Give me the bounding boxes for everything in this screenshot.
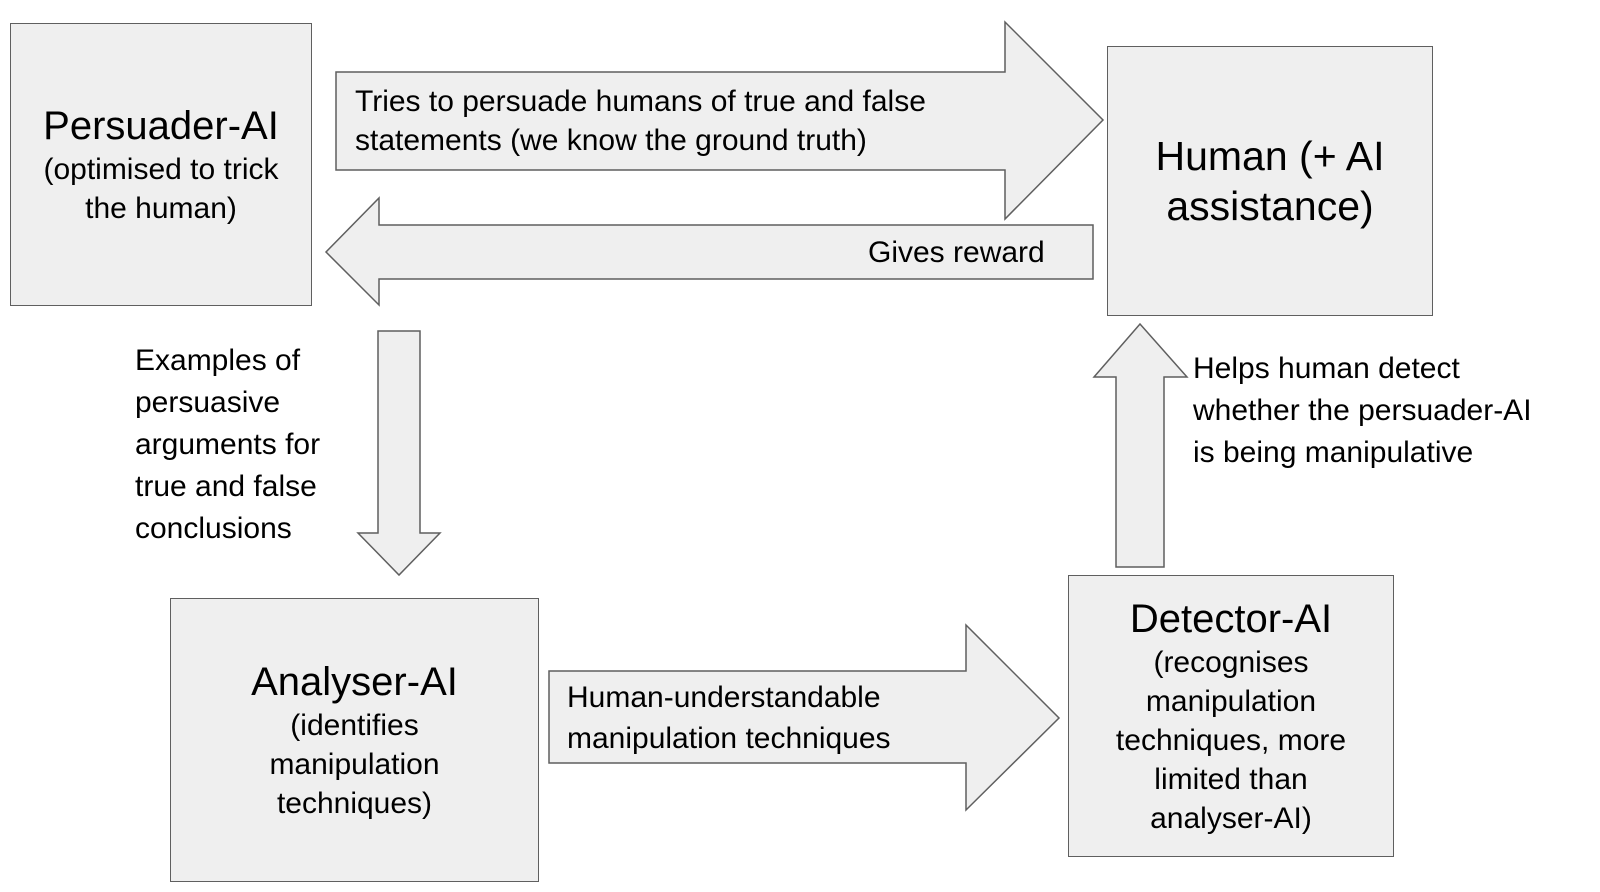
label-techniques: Human-understandable manipulation techni… [567, 681, 891, 755]
arrow-helps [1092, 322, 1189, 568]
label-persuade: Tries to persuade humans of true and fal… [355, 85, 926, 157]
analyser-subtitle: (identifies manipulation techniques) [269, 708, 440, 820]
node-detector-ai: Detector-AI (recognises manipulation tec… [1068, 575, 1394, 857]
detector-subtitle: (recognises manipulation techniques, mor… [1115, 645, 1347, 835]
arrow-persuade [335, 20, 1105, 221]
arrow-techniques [548, 623, 1061, 812]
human-title: Human (+ AI assistance) [1155, 133, 1385, 229]
label-examples: Examples of persuasive arguments for tru… [135, 344, 321, 545]
label-reward: Gives reward [868, 236, 1045, 269]
node-human: Human (+ AI assistance) [1107, 46, 1433, 316]
persuader-title: Persuader-AI [43, 103, 279, 148]
label-helps: Helps human detect whether the persuader… [1193, 352, 1532, 469]
arrow-examples [356, 330, 442, 577]
node-analyser-ai: Analyser-AI (identifies manipulation tec… [170, 598, 539, 882]
node-persuader-ai: Persuader-AI (optimised to trick the hum… [10, 23, 312, 306]
detector-title: Detector-AI [1129, 596, 1333, 641]
persuader-subtitle: (optimised to trick the human) [43, 152, 279, 225]
analyser-title: Analyser-AI [251, 659, 458, 704]
arrow-reward [324, 196, 1094, 307]
